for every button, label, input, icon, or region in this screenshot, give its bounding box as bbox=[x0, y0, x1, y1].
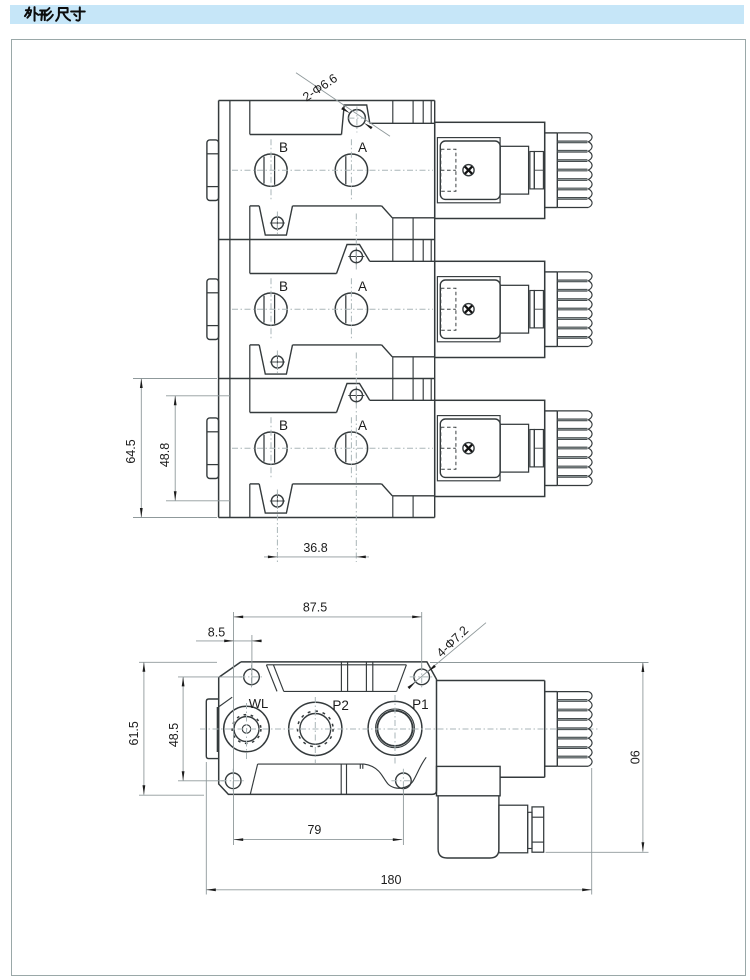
svg-text:180: 180 bbox=[381, 873, 402, 887]
svg-text:B: B bbox=[279, 418, 288, 433]
svg-text:48.5: 48.5 bbox=[167, 723, 181, 747]
svg-text:A: A bbox=[358, 140, 367, 155]
svg-text:B: B bbox=[279, 279, 288, 294]
svg-text:WL: WL bbox=[249, 696, 269, 711]
svg-text:48.8: 48.8 bbox=[158, 443, 172, 467]
svg-text:B: B bbox=[279, 140, 288, 155]
svg-text:87.5: 87.5 bbox=[303, 601, 327, 615]
svg-text:A: A bbox=[358, 279, 367, 294]
svg-text:61.5: 61.5 bbox=[127, 721, 141, 745]
svg-text:36.8: 36.8 bbox=[303, 541, 327, 555]
svg-text:4-Φ7.2: 4-Φ7.2 bbox=[434, 623, 471, 660]
svg-text:79: 79 bbox=[307, 823, 321, 837]
svg-text:P1: P1 bbox=[412, 697, 429, 712]
svg-text:P2: P2 bbox=[332, 698, 349, 713]
svg-text:8.5: 8.5 bbox=[208, 626, 225, 640]
svg-text:A: A bbox=[358, 418, 367, 433]
svg-text:64.5: 64.5 bbox=[124, 439, 138, 463]
svg-text:2-Φ6.6: 2-Φ6.6 bbox=[300, 71, 340, 104]
svg-text:90: 90 bbox=[628, 750, 642, 764]
